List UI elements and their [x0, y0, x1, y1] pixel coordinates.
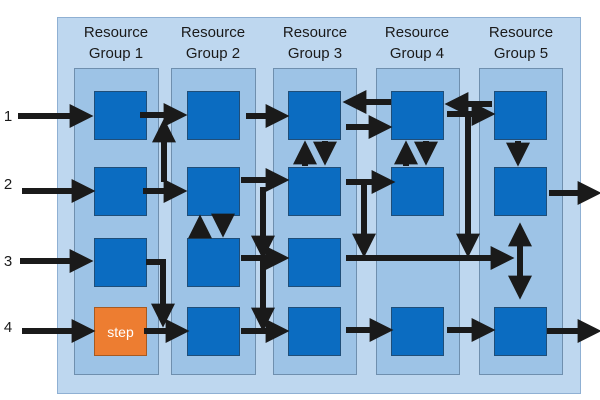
node-g4-r2: [391, 167, 444, 216]
step-node: step: [94, 307, 147, 356]
node-g5-r1: [494, 91, 547, 140]
node-g2-r3: [187, 238, 240, 287]
node-g2-r2: [187, 167, 240, 216]
node-g5-r2: [494, 167, 547, 216]
step-label: step: [107, 323, 134, 340]
node-g5-r4: [494, 307, 547, 356]
row-label-4: 4: [3, 319, 13, 336]
node-g1-r2: [94, 167, 147, 216]
node-g1-r3: [94, 238, 147, 287]
node-g3-r4: [288, 307, 341, 356]
node-g4-r4: [391, 307, 444, 356]
node-g1-r1: [94, 91, 147, 140]
row-label-1: 1: [3, 108, 13, 125]
node-g2-r1: [187, 91, 240, 140]
row-label-2: 2: [3, 176, 13, 193]
node-g3-r2: [288, 167, 341, 216]
node-g3-r3: [288, 238, 341, 287]
row-label-3: 3: [3, 253, 13, 270]
node-g4-r1: [391, 91, 444, 140]
node-g2-r4: [187, 307, 240, 356]
node-g3-r1: [288, 91, 341, 140]
